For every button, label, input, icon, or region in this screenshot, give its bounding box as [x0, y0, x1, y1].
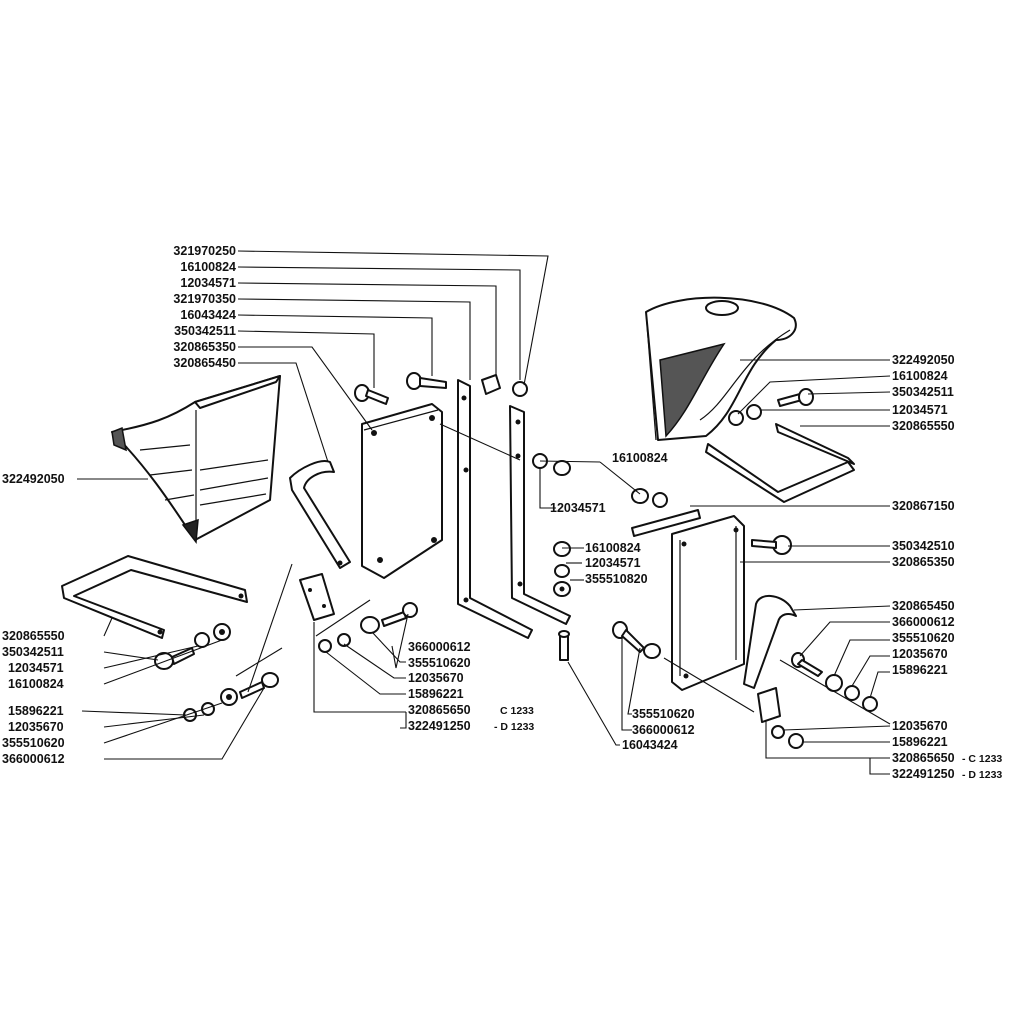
right-bolts: [612, 535, 878, 749]
leader-lines: [77, 250, 891, 775]
part-label-350342510: 350342510: [892, 539, 955, 553]
part-label-320865450: 320865450: [173, 356, 236, 370]
part-label-320865650-r: 320865650: [892, 751, 955, 765]
part-label-320865350-r: 320865350: [892, 555, 955, 569]
part-label-321970250: 321970250: [173, 244, 236, 258]
left-u-bracket: [61, 555, 248, 639]
part-label-15896221: 15896221: [8, 704, 64, 718]
center-label-group: 16100824 12034571 16100824 12034571 3555…: [408, 451, 695, 752]
left-small-plate: [299, 573, 418, 653]
left-bolt-set: [154, 623, 231, 670]
part-label-16100824: 16100824: [180, 260, 236, 274]
part-label-16100824-r: 16100824: [892, 369, 948, 383]
right-mud-flap-plate: [671, 515, 745, 691]
part-label-322491250-r-suffix: - D 1233: [962, 769, 1002, 781]
right-top-bolts: [728, 388, 814, 426]
part-label-350342511-b: 350342511: [2, 645, 64, 659]
part-label-12035670-r: 12035670: [892, 647, 948, 661]
part-label-320865550: 320865550: [2, 629, 65, 643]
part-label-350342511-r: 350342511: [892, 385, 954, 399]
part-label-322491250-c: 322491250: [408, 719, 471, 733]
part-label-12034571-b: 12034571: [8, 661, 64, 675]
left-mud-flap-plate: [361, 403, 443, 579]
part-label-320865350: 320865350: [173, 340, 236, 354]
part-label-366000612: 366000612: [2, 752, 65, 766]
left-bolts-top: [354, 372, 528, 405]
part-label-355510620: 355510620: [2, 736, 65, 750]
part-label-322491250-c-suffix: - D 1233: [494, 721, 534, 733]
part-label-350342511: 350342511: [174, 324, 236, 338]
part-label-12035670-c: 12035670: [408, 671, 464, 685]
part-label-355510620-c: 355510620: [408, 656, 471, 670]
part-label-355510820: 355510820: [585, 572, 648, 586]
part-label-366000612-c: 366000612: [408, 640, 471, 654]
part-label-16100824-c: 16100824: [612, 451, 668, 465]
right-l-bracket: [509, 405, 571, 625]
left-l-bracket: [457, 379, 533, 639]
part-label-366000612-d: 366000612: [632, 723, 695, 737]
part-label-12035670: 12035670: [8, 720, 64, 734]
part-label-320865650-c: 320865650: [408, 703, 471, 717]
part-label-12034571-d: 12034571: [585, 556, 641, 570]
left-label-group: 321970250 16100824 12034571 321970350 16…: [2, 244, 236, 766]
part-label-16043424: 16043424: [180, 308, 236, 322]
part-label-12035670-r2: 12035670: [892, 719, 948, 733]
part-label-15896221-c: 15896221: [408, 687, 464, 701]
part-label-16043424-c: 16043424: [622, 738, 678, 752]
part-label-320865450-r: 320865450: [892, 599, 955, 613]
part-label-15896221-r: 15896221: [892, 663, 948, 677]
left-lower-fasteners: [183, 672, 279, 722]
part-label-320865650-r-suffix: - C 1233: [962, 753, 1002, 765]
part-label-322492050: 322492050: [2, 472, 65, 486]
part-label-366000612-r: 366000612: [892, 615, 955, 629]
part-label-320865650-c-suffix: C 1233: [500, 705, 534, 717]
part-label-322491250-r: 322491250: [892, 767, 955, 781]
part-label-15896221-r2: 15896221: [892, 735, 948, 749]
left-fender: [111, 375, 281, 544]
right-u-bracket: [705, 423, 855, 503]
part-label-12034571-c: 12034571: [550, 501, 606, 515]
part-label-322492050-r: 322492050: [892, 353, 955, 367]
right-fender: [645, 296, 797, 441]
right-strap: [631, 509, 701, 537]
part-label-320865550-r: 320865550: [892, 419, 955, 433]
right-curved-arm: [743, 595, 797, 689]
part-label-16100824-b: 16100824: [8, 677, 64, 691]
part-label-12034571: 12034571: [180, 276, 236, 290]
part-label-320867150: 320867150: [892, 499, 955, 513]
part-label-355510620-d: 355510620: [632, 707, 695, 721]
part-label-355510620-r: 355510620: [892, 631, 955, 645]
part-label-321970350: 321970350: [173, 292, 236, 306]
left-curved-arm: [289, 460, 351, 569]
part-label-12034571-r: 12034571: [892, 403, 948, 417]
right-label-group: 322492050 16100824 350342511 12034571 32…: [892, 353, 1002, 781]
part-label-16100824-d: 16100824: [585, 541, 641, 555]
